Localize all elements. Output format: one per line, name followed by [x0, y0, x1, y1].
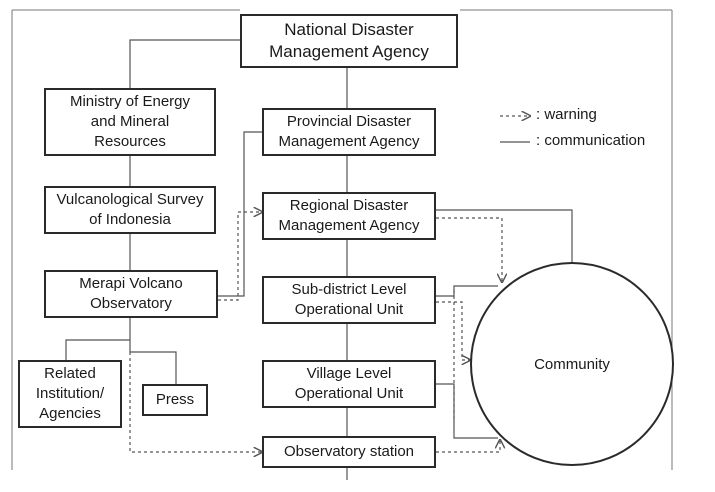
- line-national-ministry: [129, 39, 240, 88]
- line-merapi-related: [65, 339, 130, 360]
- communication-lines: [65, 39, 573, 480]
- line-subdistrict-community-warning: [436, 301, 470, 360]
- line-station-community-warning: [436, 440, 500, 453]
- line-regional-community-warning: [436, 217, 502, 282]
- legend-communication-label: : communication: [536, 132, 646, 149]
- node-vulcanological-survey: Vulcanological Survey of Indonesia: [44, 186, 216, 234]
- node-observatory-station: Observatory station: [262, 436, 436, 468]
- line-merapi-provincial: [218, 131, 262, 297]
- line-merapi-regional-warning: [218, 212, 262, 301]
- node-community: Community: [470, 262, 674, 466]
- line-merapi-press: [130, 351, 177, 384]
- line-regional-community: [436, 209, 573, 262]
- node-ministry: Ministry of Energy and Mineral Resources: [44, 88, 216, 156]
- legend-warning-label: : warning: [536, 106, 597, 123]
- node-press: Press: [142, 384, 208, 416]
- node-provincial-agency: Provincial Disaster Management Agency: [262, 108, 436, 156]
- node-village-unit: Village Level Operational Unit: [262, 360, 436, 408]
- node-merapi-observatory: Merapi Volcano Observatory: [44, 270, 218, 318]
- line-subdistrict-community: [436, 285, 498, 297]
- node-subdistrict-unit: Sub-district Level Operational Unit: [262, 276, 436, 324]
- warning-lines: [129, 116, 530, 453]
- line-merapi-station-warning: [129, 352, 262, 452]
- node-regional-agency: Regional Disaster Management Agency: [262, 192, 436, 240]
- node-national-agency: National Disaster Management Agency: [240, 14, 458, 68]
- node-related-institutions: Related Institution/ Agencies: [18, 360, 122, 428]
